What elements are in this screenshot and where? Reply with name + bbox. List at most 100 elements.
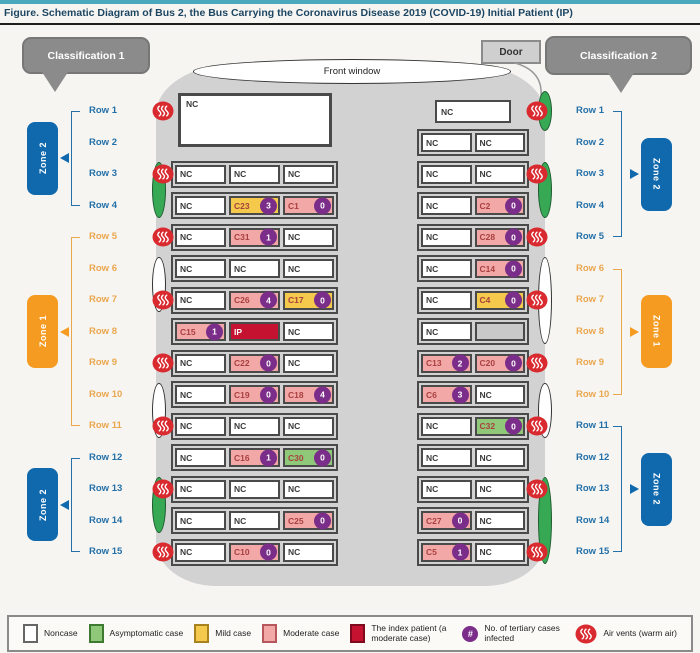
air-vent-icon xyxy=(152,542,174,562)
seat-nc: NC xyxy=(474,479,525,499)
row-label-right-11: Row 11 xyxy=(576,420,609,431)
row-label-right-6: Row 6 xyxy=(576,262,604,274)
legend-item-asymptomatic: Asymptomatic case xyxy=(88,624,183,643)
seat-label: NC xyxy=(479,389,492,400)
tertiary-count-badge: 0 xyxy=(314,291,331,309)
tertiary-count-badge: 0 xyxy=(314,197,331,214)
seat-nc: NC xyxy=(229,416,280,436)
door-label-text: Door xyxy=(499,46,523,58)
seat-label: C2 xyxy=(479,200,491,211)
seat-nc: NC xyxy=(421,196,472,215)
seat-nc: NC xyxy=(283,164,334,184)
front-window-label: Front window xyxy=(323,66,381,77)
zone-box: Zone 1 xyxy=(641,295,672,368)
legend-item-vent: Air vents (warm air) xyxy=(575,624,677,644)
legend-item-mild: Mild case xyxy=(194,624,251,643)
tertiary-count-badge: 3 xyxy=(451,386,469,403)
row-label-left-7: Row 7 xyxy=(89,294,117,305)
classification-2-label: Classification 2 xyxy=(579,49,658,62)
legend-label: The index patient (a moderate case) xyxy=(371,622,447,643)
zone-box: Zone 2 xyxy=(641,137,672,211)
tertiary-count-badge: 0 xyxy=(505,260,522,277)
seat-label: NC xyxy=(180,452,193,463)
seat-label: C32 xyxy=(479,421,496,431)
row-label-right-12: Row 12 xyxy=(576,451,610,463)
title-divider xyxy=(0,23,700,25)
air-vent-icon xyxy=(526,227,548,247)
air-vent-icon xyxy=(526,542,548,562)
air-vent-icon xyxy=(526,479,548,499)
seat-nc: NC xyxy=(283,227,334,247)
row-label-left-6: Row 6 xyxy=(89,262,117,274)
zone-bracket xyxy=(71,237,80,426)
seat-nc-front-left: NC xyxy=(178,93,332,147)
tertiary-count-icon: # xyxy=(462,625,479,642)
seat-label: NC xyxy=(180,358,193,368)
classification-2-bubble-tail xyxy=(608,73,634,93)
seat-label: NC xyxy=(426,137,439,148)
row-label-right-2: Row 2 xyxy=(576,136,604,148)
legend-item-index: The index patient (a moderate case) xyxy=(350,622,451,644)
seat-label: NC xyxy=(441,106,454,117)
zone-label: Zone 2 xyxy=(37,488,48,521)
moderate-swatch xyxy=(262,624,278,643)
row-label-left-5: Row 5 xyxy=(89,231,117,242)
zone-box: Zone 2 xyxy=(641,452,672,526)
row-label-right-7: Row 7 xyxy=(576,294,604,305)
seat-label: C18 xyxy=(288,389,304,400)
seat-label: NC xyxy=(479,452,492,463)
seat-label: NC xyxy=(426,421,439,431)
seat-label: NC xyxy=(288,263,301,274)
seat-label: NC xyxy=(426,200,439,211)
seat-label: C30 xyxy=(288,452,304,463)
seat-label: C20 xyxy=(479,358,496,368)
seat-label: NC xyxy=(180,389,193,400)
seat-label: IP xyxy=(234,326,243,337)
seat-label: NC xyxy=(180,200,193,211)
row-label-right-14: Row 14 xyxy=(576,514,610,526)
seat-label: NC xyxy=(479,547,492,557)
zone-arrow-icon xyxy=(630,484,639,494)
seat-nc: NC xyxy=(283,479,334,499)
seat-label: C17 xyxy=(288,295,304,305)
mild-swatch xyxy=(194,624,210,643)
seat-nc: NC xyxy=(175,290,226,310)
zone-arrow-icon xyxy=(60,326,69,337)
seat-label: NC xyxy=(180,295,193,305)
seat-nc: NC xyxy=(283,353,334,373)
seat-label: C28 xyxy=(479,232,496,242)
seat-label: NC xyxy=(180,263,193,274)
tertiary-count-badge: 0 xyxy=(260,543,277,561)
seat-nc: NC xyxy=(421,479,472,499)
seat-nc: NC xyxy=(421,416,472,436)
seat-nc: NC xyxy=(474,133,525,152)
legend-item-tertiary: #No. of tertiary cases infected xyxy=(462,623,564,644)
seat-label: NC xyxy=(426,326,439,337)
zone-bracket xyxy=(71,457,80,552)
tertiary-count-badge: 0 xyxy=(260,386,277,403)
seat-nc: NC xyxy=(229,259,280,278)
seat-nc: NC xyxy=(175,164,226,184)
air-vent-icon xyxy=(526,101,548,121)
seat-label: NC xyxy=(180,169,193,179)
air-vent-icon xyxy=(152,416,174,436)
row-label-right-4: Row 4 xyxy=(576,199,604,211)
classification-1-label: Classification 1 xyxy=(47,49,125,62)
